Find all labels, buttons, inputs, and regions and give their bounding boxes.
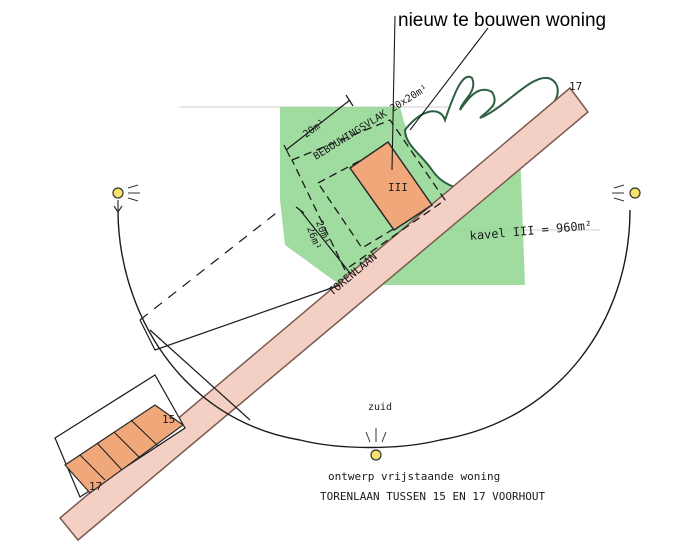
dimension-lines xyxy=(283,94,354,274)
sun-path-arc xyxy=(117,209,631,441)
sun-path-arc-lower xyxy=(299,439,441,449)
plot-17-label: 17 xyxy=(569,80,582,93)
caption-line-2: TORENLAAN TUSSEN 15 EN 17 VOORHOUT xyxy=(320,490,546,503)
building-footprint xyxy=(348,140,434,232)
title-label: nieuw te bouwen woning xyxy=(398,10,607,31)
sun-icon-south xyxy=(365,428,387,461)
plot-boundary-lines xyxy=(139,209,341,421)
plot-15-block xyxy=(54,374,186,498)
sun-icon-west xyxy=(112,184,140,214)
caption-line-1: ontwerp vrijstaande woning xyxy=(328,470,500,483)
plot-15-label: 15 xyxy=(162,413,175,426)
road-torenlaan xyxy=(58,86,590,542)
plot-label: III xyxy=(388,181,408,194)
title-pointer-lines xyxy=(391,15,489,171)
plot-17-bottom-label: 17 xyxy=(89,480,102,493)
sun-icon-east xyxy=(612,184,641,202)
south-label: zuid xyxy=(368,402,392,413)
